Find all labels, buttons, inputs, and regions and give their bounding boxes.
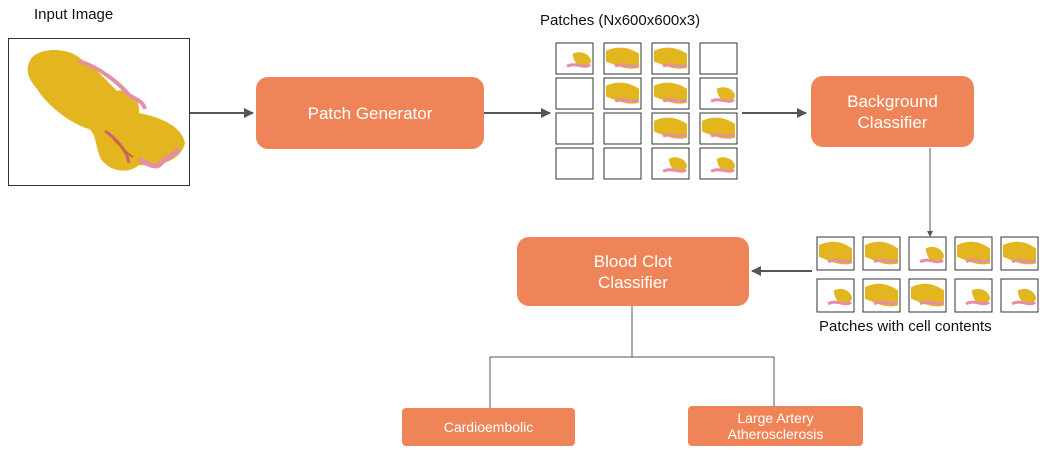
- filtered-patch-cell: [816, 278, 855, 313]
- blood-clot-classifier-line2: Classifier: [598, 272, 668, 292]
- filtered-patch-cell: [862, 236, 901, 271]
- patch-cell: [603, 77, 642, 110]
- background-classifier-line2: Classifier: [857, 112, 928, 132]
- large-artery-line2: Atherosclerosis: [727, 426, 824, 442]
- patch-cell: [699, 42, 738, 75]
- cardioembolic-node: Cardioembolic: [402, 408, 575, 446]
- large-artery-line1: Large Artery: [737, 410, 814, 426]
- tree-connector: [489, 305, 775, 408]
- filtered-patch-cell: [1000, 236, 1039, 271]
- background-classifier-node: Background Classifier: [811, 76, 974, 147]
- blood-clot-classifier-line1: Blood Clot: [593, 251, 673, 271]
- patch-cell: [699, 77, 738, 110]
- patch-cell: [699, 147, 738, 180]
- input-image-label: Input Image: [34, 6, 114, 23]
- patch-cell: [699, 112, 738, 145]
- background-classifier-line1: Background: [847, 91, 938, 111]
- patch-generator-label: Patch Generator: [307, 103, 433, 123]
- patches-with-cells-label: Patches with cell contents: [819, 318, 992, 335]
- patch-cell: [603, 112, 642, 145]
- input-image: [8, 38, 190, 186]
- filtered-patch-cell: [908, 236, 947, 271]
- patch-cell: [651, 147, 690, 180]
- patch-cell: [603, 147, 642, 180]
- patch-cell: [555, 147, 594, 180]
- patch-cell: [603, 42, 642, 75]
- large-artery-node: Large Artery Atherosclerosis: [688, 406, 863, 446]
- filtered-patch-cell: [954, 278, 993, 313]
- patch-cell: [555, 112, 594, 145]
- patch-cell: [651, 42, 690, 75]
- blood-clot-classifier-node: Blood Clot Classifier: [517, 237, 749, 306]
- tissue-slide-image: [27, 50, 185, 171]
- patch-cell: [555, 77, 594, 110]
- patches-label: Patches (Nx600x600x3): [540, 12, 701, 29]
- patch-generator-node: Patch Generator: [256, 77, 484, 149]
- patch-cell: [651, 112, 690, 145]
- filtered-patch-cell: [862, 278, 901, 313]
- filtered-patch-cell: [1000, 278, 1039, 313]
- patch-cell: [651, 77, 690, 110]
- patch-cell: [555, 42, 594, 75]
- filtered-patch-cell: [816, 236, 855, 271]
- filtered-patch-cell: [954, 236, 993, 271]
- cardioembolic-label: Cardioembolic: [443, 419, 534, 435]
- filtered-patch-cell: [908, 278, 947, 313]
